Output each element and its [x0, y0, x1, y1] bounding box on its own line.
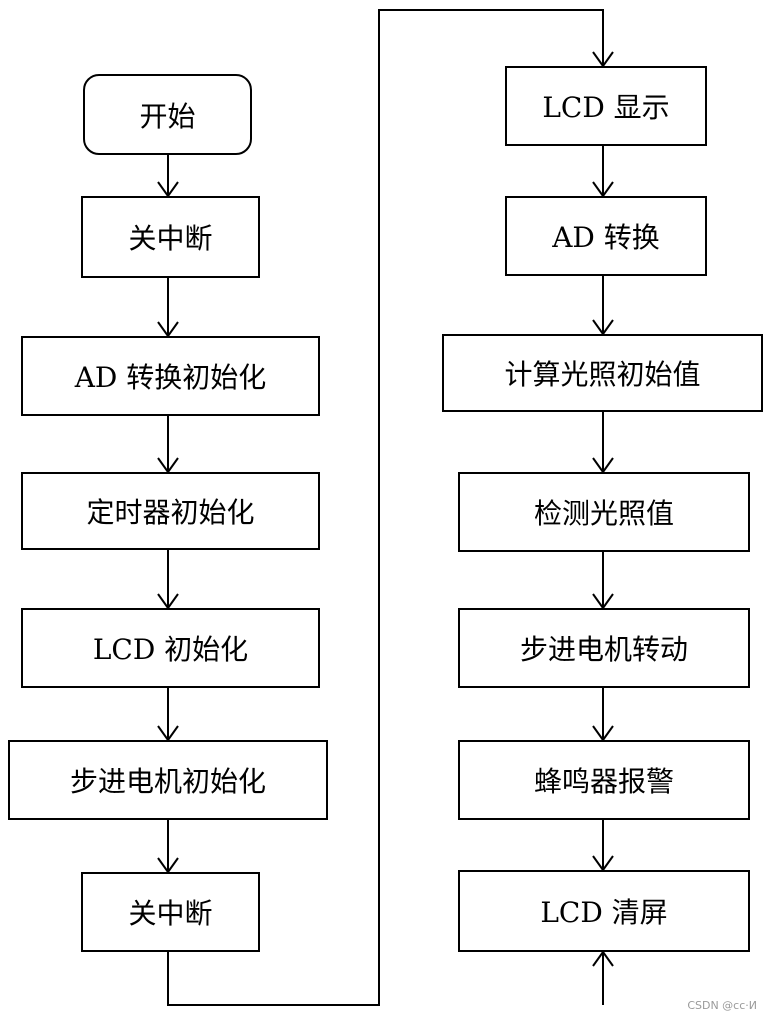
- watermark-text: CSDN @cc·И: [687, 999, 757, 1012]
- disable-interrupt-node: 关中断: [81, 196, 260, 278]
- ad-convert-label: AD 转换: [552, 221, 660, 254]
- arrow-ad-convert-to-calc-initial: [592, 276, 614, 336]
- start-node: 开始: [83, 74, 252, 155]
- timer-init-label: 定时器初始化: [86, 496, 255, 529]
- lcd-clear-node: LCD 清屏: [458, 870, 750, 952]
- lcd-display-node: LCD 显示: [505, 66, 707, 146]
- timer-init-node: 定时器初始化: [21, 472, 320, 550]
- lcd-display-label: LCD 显示: [542, 91, 670, 124]
- motor-rotate-label: 步进电机转动: [519, 633, 688, 666]
- arrow-motor-init-to-disable-interrupt: [157, 820, 179, 874]
- arrow-lcd-display-to-ad-convert: [592, 146, 614, 198]
- buzzer-alarm-node: 蜂鸣器报警: [458, 740, 750, 820]
- ad-convert-node: AD 转换: [505, 196, 707, 276]
- lcd-init-node: LCD 初始化: [21, 608, 320, 688]
- ad-convert-init-label: AD 转换初始化: [74, 361, 267, 394]
- start-label: 开始: [139, 99, 196, 133]
- arrow-detect-light-to-motor-rotate: [592, 552, 614, 610]
- calc-initial-light-node: 计算光照初始值: [442, 334, 763, 412]
- arrow-buzzer-to-lcd-clear: [592, 820, 614, 872]
- disable-interrupt-node-2: 关中断: [81, 872, 260, 952]
- motor-init-node: 步进电机初始化: [8, 740, 328, 820]
- motor-rotate-node: 步进电机转动: [458, 608, 750, 688]
- arrow-disable-interrupt-to-ad-init: [157, 278, 179, 338]
- arrow-start-to-disable-interrupt: [157, 155, 179, 198]
- arrow-motor-rotate-to-buzzer: [592, 688, 614, 742]
- calc-initial-light-label: 计算光照初始值: [504, 358, 701, 391]
- arrow-loop-into-lcd-clear: [592, 950, 614, 1005]
- arrow-ad-init-to-timer-init: [157, 416, 179, 474]
- disable-interrupt-label: 关中断: [128, 222, 213, 255]
- ad-convert-init-node: AD 转换初始化: [21, 336, 320, 416]
- detect-light-node: 检测光照值: [458, 472, 750, 552]
- lcd-clear-label: LCD 清屏: [540, 896, 668, 929]
- arrow-lcd-init-to-motor-init: [157, 688, 179, 742]
- detect-light-label: 检测光照值: [533, 497, 674, 530]
- lcd-init-label: LCD 初始化: [92, 633, 249, 666]
- arrow-calc-initial-to-detect-light: [592, 412, 614, 474]
- motor-init-label: 步进电机初始化: [69, 765, 266, 798]
- buzzer-alarm-label: 蜂鸣器报警: [533, 765, 674, 798]
- arrow-timer-init-to-lcd-init: [157, 550, 179, 610]
- disable-interrupt-label-2: 关中断: [128, 897, 213, 930]
